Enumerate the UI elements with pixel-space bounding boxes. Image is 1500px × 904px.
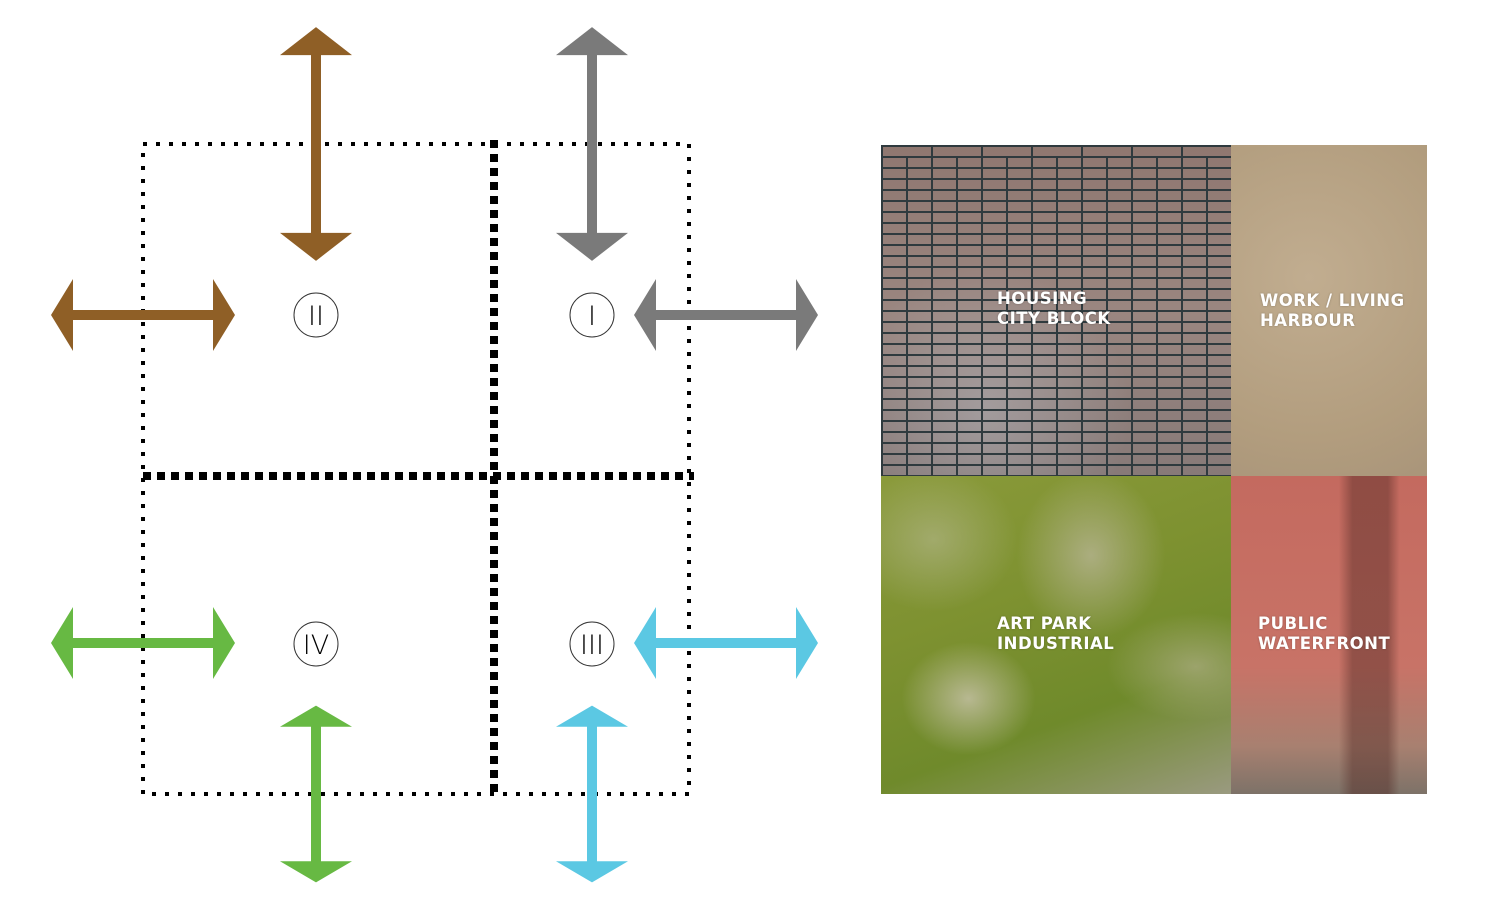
material-label-line2: WATERFRONT [1258, 634, 1391, 653]
zone-marker-iii: III [569, 621, 615, 667]
zone-numeral: IV [303, 630, 329, 661]
material-label: WORK / LIVING HARBOUR [1260, 291, 1405, 331]
zone-numeral: I [588, 301, 596, 332]
material-label-line1: WORK / LIVING [1260, 291, 1405, 310]
zone-iii-horizontal-arrow-icon [634, 607, 818, 679]
zone-ii-horizontal-arrow-icon [51, 279, 235, 351]
zone-iii-vertical-arrow-icon [556, 705, 628, 883]
material-label-line1: PUBLIC [1258, 614, 1328, 633]
zone-marker-iv: IV [293, 621, 339, 667]
material-tile-red-wall: PUBLIC WATERFRONT [1231, 476, 1427, 794]
material-tile-sand: WORK / LIVING HARBOUR [1231, 145, 1427, 476]
zone-marker-i: I [569, 292, 615, 338]
zone-i-horizontal-arrow-icon [634, 279, 818, 351]
zone-i-vertical-arrow-icon [556, 27, 628, 261]
zone-iv-vertical-arrow-icon [280, 705, 352, 883]
outer-dotted-boundary [141, 142, 691, 796]
zone-numeral: II [308, 301, 324, 332]
material-label-line2: CITY BLOCK [997, 309, 1111, 328]
material-label-line1: ART PARK [997, 614, 1092, 633]
material-label: ART PARK INDUSTRIAL [997, 614, 1114, 654]
material-label-line2: INDUSTRIAL [997, 634, 1115, 653]
material-label-line2: HARBOUR [1260, 311, 1356, 330]
zone-numeral: III [580, 630, 604, 661]
material-label: HOUSING CITY BLOCK [997, 289, 1111, 329]
material-tile-brick: HOUSING CITY BLOCK [881, 145, 1231, 476]
material-label: PUBLIC WATERFRONT [1258, 614, 1390, 654]
zone-iv-horizontal-arrow-icon [51, 607, 235, 679]
material-tile-moss: ART PARK INDUSTRIAL [881, 476, 1231, 794]
material-label-line1: HOUSING [997, 289, 1088, 308]
zone-marker-ii: II [293, 292, 339, 338]
